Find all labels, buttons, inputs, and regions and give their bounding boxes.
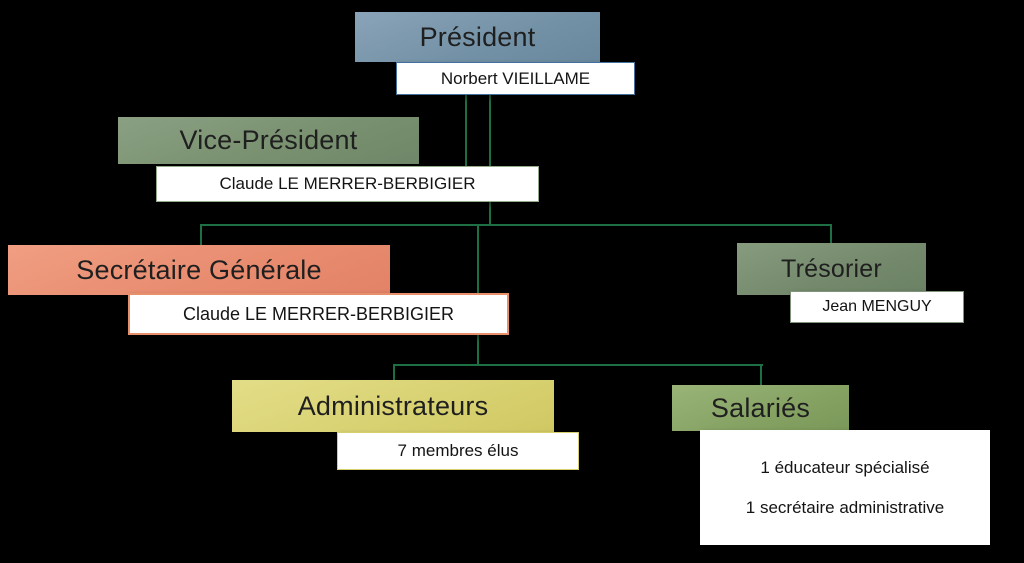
connector-drop-tresorier [830, 224, 832, 245]
connector-drop-salaries [760, 364, 762, 387]
administrateurs-name-box: 7 membres élus [337, 432, 579, 470]
secretaire-title-box: Secrétaire Générale [8, 245, 390, 295]
president-title-box: Président [355, 12, 600, 62]
tresorier-name: Jean MENGUY [822, 298, 932, 315]
president-name: Norbert VIEILLAME [440, 68, 591, 88]
administrateurs-title-box: Administrateurs [232, 380, 554, 432]
connector-horizontal-top [200, 224, 832, 226]
tresorier-name-box: Jean MENGUY [790, 291, 964, 323]
administrateurs-title: Administrateurs [297, 390, 489, 421]
tresorier-title-box: Trésorier [737, 243, 926, 295]
connector-president-to-vp [465, 94, 467, 166]
vice-president-name-box: Claude LE MERRER-BERBIGIER [156, 166, 539, 202]
vice-president-title: Vice-Président [179, 125, 358, 155]
salaries-title-box: Salariés [672, 385, 849, 431]
salaries-title: Salariés [710, 392, 811, 423]
secretaire-title: Secrétaire Générale [76, 254, 322, 285]
administrateurs-name: 7 membres élus [397, 441, 519, 460]
president-name-box: Norbert VIEILLAME [396, 62, 635, 95]
salaries-detail-line-1: 1 éducateur spécialisé [760, 457, 930, 477]
connector-drop-secretaire [200, 224, 202, 247]
vice-president-title-box: Vice-Président [118, 117, 419, 164]
secretaire-name-box: Claude LE MERRER-BERBIGIER [128, 293, 509, 335]
secretaire-name: Claude LE MERRER-BERBIGIER [182, 303, 455, 324]
connector-drop-administrateurs [393, 364, 395, 382]
president-title: Président [419, 21, 536, 52]
connector-horizontal-bottom [393, 364, 763, 366]
salaries-detail-box: 1 éducateur spécialisé 1 secrétaire admi… [700, 430, 990, 545]
connector-president-down [489, 94, 491, 225]
salaries-detail-line-2: 1 secrétaire administrative [745, 497, 945, 517]
tresorier-title: Trésorier [781, 254, 882, 283]
vice-president-name: Claude LE MERRER-BERBIGIER [219, 174, 476, 193]
